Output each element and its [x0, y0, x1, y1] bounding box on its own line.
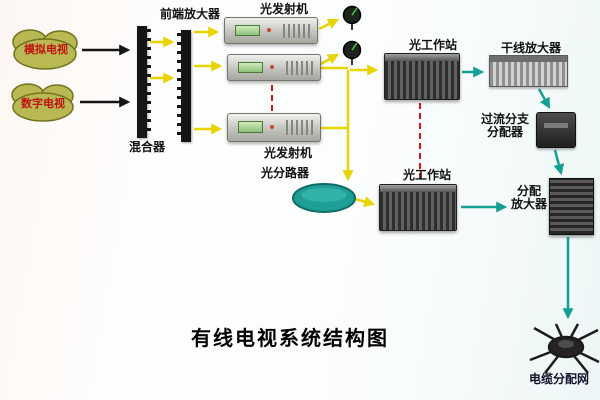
- optical-station-bottom-label: 光工作站: [402, 168, 451, 182]
- analog-tv-cloud: [12, 29, 78, 70]
- vent-grill: [285, 119, 316, 136]
- front-amp-bar: [177, 30, 191, 142]
- power-led: [270, 124, 275, 129]
- power-meter-1: [342, 5, 362, 30]
- mixer-bar: [137, 26, 151, 138]
- optical-tx-bottom-label: 光发射机: [263, 146, 312, 160]
- distribution-amplifier-box: [549, 178, 594, 235]
- power-meter-2: [342, 40, 362, 65]
- arrow-tx1-to-meter1: [318, 18, 339, 31]
- arrow-splitter-to-station-bottom: [354, 196, 376, 207]
- dist-amp-label: 分配 放大器: [510, 184, 547, 211]
- vent-grill: [285, 60, 316, 75]
- diagram-title: 有线电视系统结构图: [191, 328, 389, 350]
- arrow-tx2-to-meter2: [320, 53, 339, 66]
- overcurrent-tap-box: [536, 112, 576, 148]
- overcurrent-tap-label: 过流分支 分配器: [480, 112, 529, 139]
- vent-grill: [282, 23, 313, 38]
- optical-tx-top-label: 光发射机: [259, 2, 308, 16]
- optical-workstation-top: [384, 53, 460, 100]
- optical-transmitter-unit-1: [224, 17, 318, 44]
- power-led: [270, 65, 275, 69]
- optical-splitter-shape: [292, 183, 356, 213]
- arrow-tap-to-distamp: [553, 149, 565, 176]
- optical-transmitter-unit-3: [227, 113, 321, 142]
- arrow-trunkamp-to-tap: [537, 88, 551, 109]
- digital-tv-label: 数字电视: [21, 98, 65, 110]
- front-amp-label: 前端放大器: [159, 7, 220, 21]
- lcd-screen: [238, 61, 263, 73]
- mixer-label: 混合器: [128, 140, 165, 154]
- lcd-screen: [238, 121, 263, 134]
- trunk-amplifier-box: [489, 55, 568, 87]
- optical-splitter-label: 光分路器: [260, 166, 309, 180]
- optical-station-top-label: 光工作站: [408, 38, 457, 52]
- cable-network-shape: [529, 323, 600, 374]
- analog-tv-label: 模拟电视: [24, 44, 68, 56]
- lcd-screen: [235, 24, 260, 36]
- digital-tv-cloud: [11, 83, 74, 122]
- optical-workstation-bottom: [379, 184, 457, 231]
- power-led: [267, 28, 272, 32]
- cable-network-label: 电缆分配网: [528, 372, 589, 386]
- trunk-amp-label: 干线放大器: [500, 41, 561, 55]
- optical-transmitter-unit-2: [227, 54, 321, 81]
